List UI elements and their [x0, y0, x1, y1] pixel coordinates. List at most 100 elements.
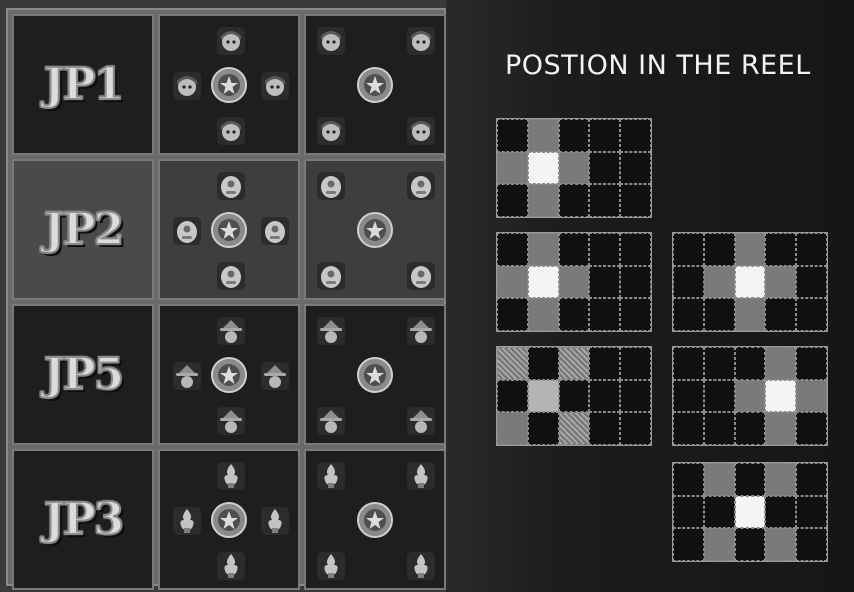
reel-cell-off [497, 119, 528, 152]
flame-figure-icon [172, 506, 202, 536]
reel-cell-off [735, 347, 766, 380]
jp-label: JP1 [44, 59, 123, 110]
reel-cell-off [673, 412, 704, 445]
reel-cell-mid [704, 463, 735, 496]
jp-label-cell: JP1 [12, 14, 154, 155]
jp-label: JP5 [44, 349, 123, 400]
reel-cell-off [497, 298, 528, 331]
reel-cell-off [620, 119, 651, 152]
flame-figure-icon [316, 551, 346, 581]
reel-cell-off [796, 347, 827, 380]
reel-cell-off [673, 298, 704, 331]
reel-cell-mid [735, 233, 766, 266]
reel-cell-off [620, 412, 651, 445]
reel-cell-off [704, 380, 735, 413]
reel-cell-mid [704, 266, 735, 299]
reel-cell-off [620, 266, 651, 299]
round-mascot-icon [260, 216, 290, 246]
reel-cell-off [673, 380, 704, 413]
symbol-cell-plus [158, 159, 300, 300]
reel-cell-off [796, 233, 827, 266]
reel-cell-off [589, 347, 620, 380]
reel-cell-off [796, 463, 827, 496]
girl-face-icon [216, 116, 246, 146]
hat-figure-icon [406, 316, 436, 346]
reel-cell-light [528, 380, 559, 413]
round-mascot-icon [316, 261, 346, 291]
flame-figure-icon [216, 461, 246, 491]
reel-grid [672, 232, 828, 332]
jp-label-cell: JP5 [12, 304, 154, 445]
reel-cell-mid [765, 266, 796, 299]
reel-cell-off [620, 152, 651, 185]
flame-figure-icon [406, 461, 436, 491]
reel-cell-off [589, 184, 620, 217]
reel-cell-off [559, 119, 590, 152]
reel-cell-off [673, 496, 704, 529]
hat-figure-icon [316, 406, 346, 436]
reel-cell-mid [497, 412, 528, 445]
reel-cell-off [589, 119, 620, 152]
symbol-cell-plus [158, 449, 300, 590]
girl-face-icon [316, 116, 346, 146]
reel-cell-off [497, 184, 528, 217]
round-mascot-icon [172, 216, 202, 246]
hat-figure-icon [216, 406, 246, 436]
reel-cell-off [559, 380, 590, 413]
reel-cell-mid [765, 528, 796, 561]
symbol-cell-plus [158, 14, 300, 155]
reel-cell-lit [765, 380, 796, 413]
jp-label: JP3 [44, 494, 123, 545]
reel-cell-lit [528, 266, 559, 299]
reel-cell-mid [765, 412, 796, 445]
reel-cell-mid [765, 347, 796, 380]
reel-cell-off [704, 233, 735, 266]
reel-cell-off [620, 184, 651, 217]
wild-badge-icon [356, 356, 394, 394]
round-mascot-icon [406, 261, 436, 291]
reel-cell-off [589, 233, 620, 266]
reel-cell-off [559, 184, 590, 217]
reel-cell-off [796, 496, 827, 529]
reel-cell-mid [559, 152, 590, 185]
symbol-cell-x [304, 304, 446, 445]
reel-cell-off [620, 298, 651, 331]
girl-face-icon [316, 26, 346, 56]
reel-cell-off [796, 528, 827, 561]
wild-badge-icon [210, 356, 248, 394]
hat-figure-icon [406, 406, 436, 436]
reel-cell-off [704, 347, 735, 380]
reel-cell-mid [528, 184, 559, 217]
reel-cell-tex [497, 347, 528, 380]
reel-grid [672, 346, 828, 446]
girl-face-icon [216, 26, 246, 56]
reel-cell-off [620, 380, 651, 413]
wild-badge-icon [210, 66, 248, 104]
girl-face-icon [406, 26, 436, 56]
reel-cell-off [497, 380, 528, 413]
flame-figure-icon [260, 506, 290, 536]
hat-figure-icon [316, 316, 346, 346]
reel-cell-off [559, 298, 590, 331]
reel-cell-mid [735, 380, 766, 413]
reel-grid [672, 462, 828, 562]
hat-figure-icon [172, 361, 202, 391]
reel-cell-mid [528, 298, 559, 331]
reel-cell-off [704, 496, 735, 529]
round-mascot-icon [216, 261, 246, 291]
reel-cell-off [620, 233, 651, 266]
round-mascot-icon [316, 171, 346, 201]
reel-grid [496, 118, 652, 218]
reel-cell-off [620, 347, 651, 380]
reel-cell-off [528, 412, 559, 445]
reel-cell-off [765, 233, 796, 266]
reel-cell-off [589, 266, 620, 299]
reel-cell-off [735, 463, 766, 496]
reel-cell-off [497, 233, 528, 266]
reel-cell-mid [497, 152, 528, 185]
round-mascot-icon [406, 171, 436, 201]
paytable-panel: JP1 JP2 JP5 JP3 [6, 8, 446, 586]
hat-figure-icon [216, 316, 246, 346]
reel-cell-off [589, 298, 620, 331]
reel-cell-off [765, 298, 796, 331]
